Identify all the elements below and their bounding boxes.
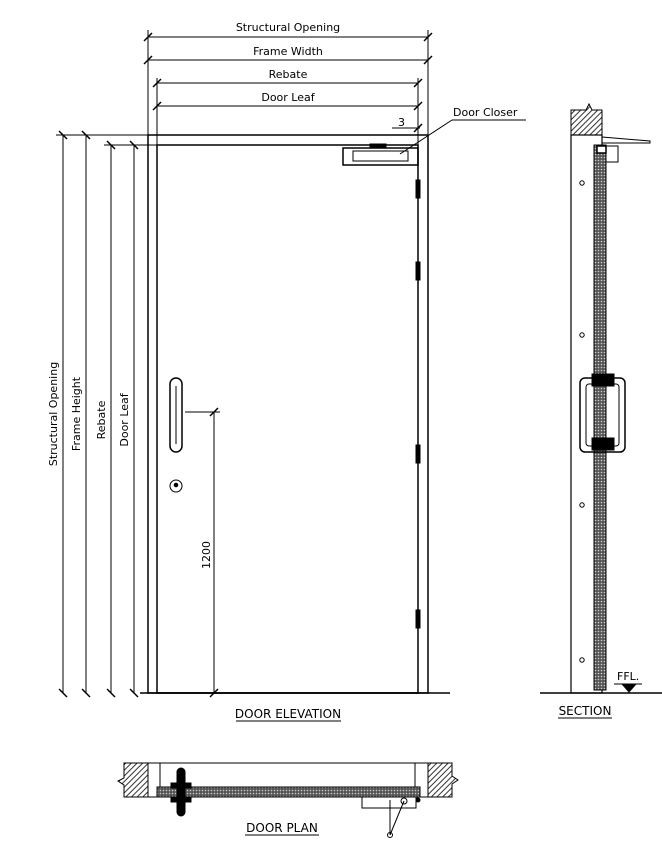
- pull-handle-icon: [579, 373, 626, 453]
- lock-cylinder-icon: [169, 479, 183, 493]
- dim-rebate-width: Rebate: [269, 68, 308, 81]
- dim-door-leaf-width: Door Leaf: [261, 91, 315, 104]
- elevation-title: DOOR ELEVATION: [235, 707, 341, 721]
- plan-title: DOOR PLAN: [246, 821, 318, 835]
- pull-handle-icon: [169, 377, 183, 453]
- door-closer-icon: [361, 796, 421, 838]
- dim-gap: 3: [398, 116, 405, 129]
- dim-rebate-height: Rebate: [95, 400, 108, 439]
- pull-handle-icon: [170, 767, 192, 817]
- dim-structural-opening-height: Structural Opening: [47, 362, 60, 466]
- dim-frame-height: Frame Height: [70, 376, 83, 451]
- dim-door-leaf-height: Door Leaf: [118, 392, 131, 446]
- door-closer-icon: [342, 143, 419, 166]
- dim-handle-height: 1200: [200, 541, 213, 569]
- dim-frame-width: Frame Width: [253, 45, 323, 58]
- section-title: SECTION: [559, 704, 612, 718]
- elevation-dimensions: [56, 30, 433, 698]
- ffl-marker-icon: [620, 683, 638, 693]
- door-closer-label: Door Closer: [453, 106, 518, 119]
- door-plan: [117, 762, 459, 838]
- hinge-icon: [415, 179, 421, 629]
- door-elevation: [140, 119, 526, 694]
- dim-structural-opening-width: Structural Opening: [236, 21, 340, 34]
- door-section: [540, 102, 662, 694]
- ffl-label: FFL.: [617, 670, 639, 683]
